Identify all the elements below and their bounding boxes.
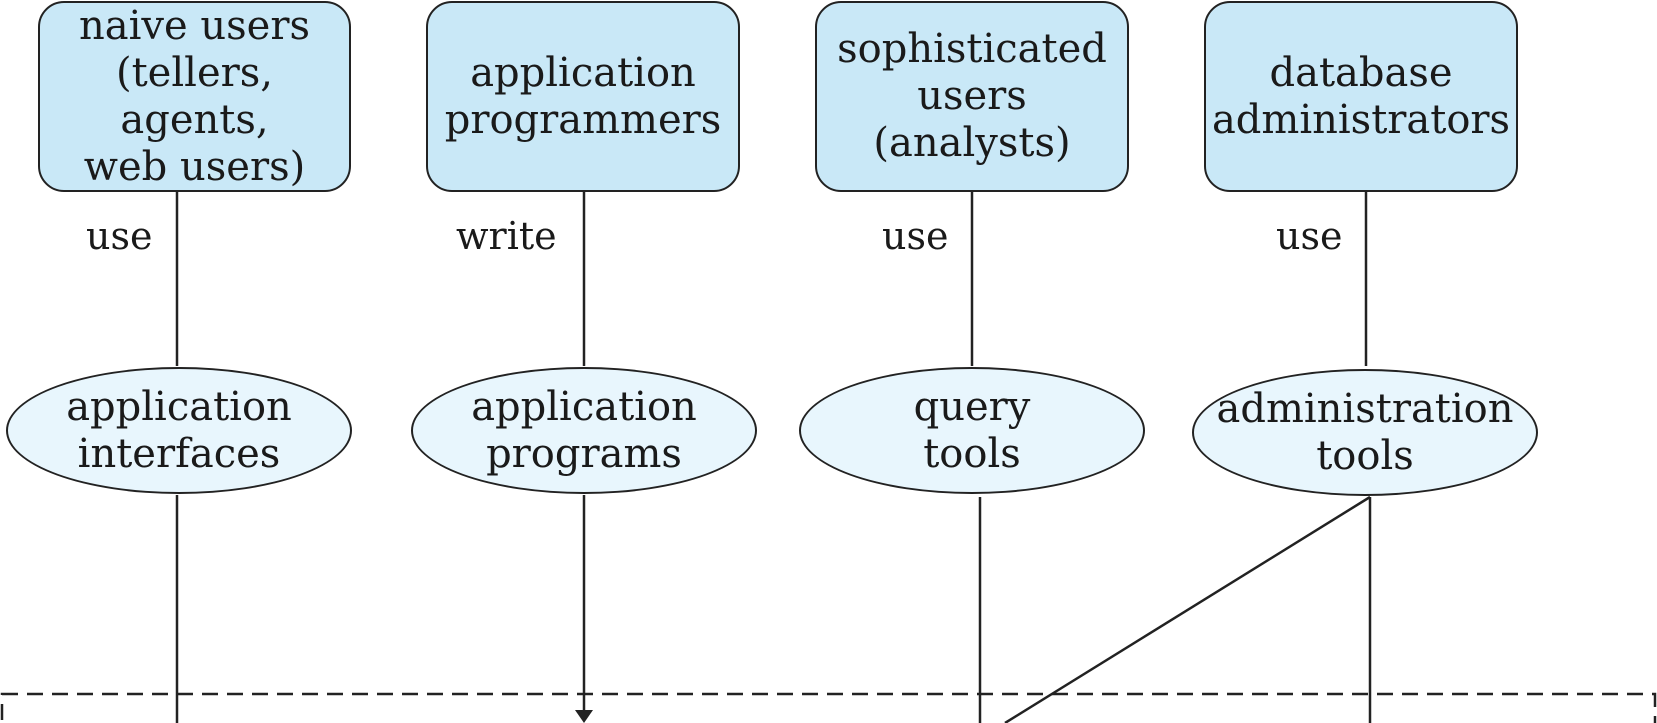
relation-label-use: use <box>86 214 153 258</box>
box-label-line: sophisticated <box>837 26 1107 72</box>
connector-administration-tools-diagonal <box>1004 495 1371 723</box>
box-label-line: programmers <box>444 96 722 143</box>
ellipse-label-line: tools <box>923 430 1021 477</box>
database-administrators-box: database administrators <box>1204 1 1518 192</box>
administration-tools-ellipse: administration tools <box>1192 369 1538 496</box>
box-label-line: application <box>470 49 696 96</box>
application-programs-ellipse: application programs <box>411 367 757 494</box>
sophisticated-users-box: sophisticated users (analysts) <box>815 1 1129 192</box>
box-label-line: database <box>1269 49 1453 96</box>
relation-label-use: use <box>1276 214 1343 258</box>
database-system-boundary <box>0 692 1657 723</box>
relation-label-use: use <box>882 214 949 258</box>
box-label-line: (tellers, agents, <box>116 49 273 143</box>
ellipse-label-line: application <box>471 383 697 430</box>
box-label-line: users <box>917 73 1027 119</box>
box-label-line: (analysts) <box>873 120 1071 166</box>
relation-label-write: write <box>456 214 557 258</box>
box-label-line: web users) <box>83 143 306 190</box>
ellipse-label-line: tools <box>1316 432 1414 479</box>
application-interfaces-ellipse: application interfaces <box>6 367 352 494</box>
naive-users-box: naive users (tellers, agents, web users) <box>38 1 351 192</box>
ellipse-label-line: administration <box>1216 385 1514 432</box>
box-label-line: administrators <box>1211 96 1511 143</box>
arrowhead <box>575 710 593 723</box>
application-programmers-box: application programmers <box>426 1 740 192</box>
ellipse-label-line: application <box>66 383 292 430</box>
ellipse-label-line: interfaces <box>77 430 281 477</box>
box-label-line: naive users <box>79 2 310 49</box>
ellipse-label-line: query <box>913 383 1031 430</box>
query-tools-ellipse: query tools <box>799 367 1145 494</box>
ellipse-label-line: programs <box>486 430 682 477</box>
